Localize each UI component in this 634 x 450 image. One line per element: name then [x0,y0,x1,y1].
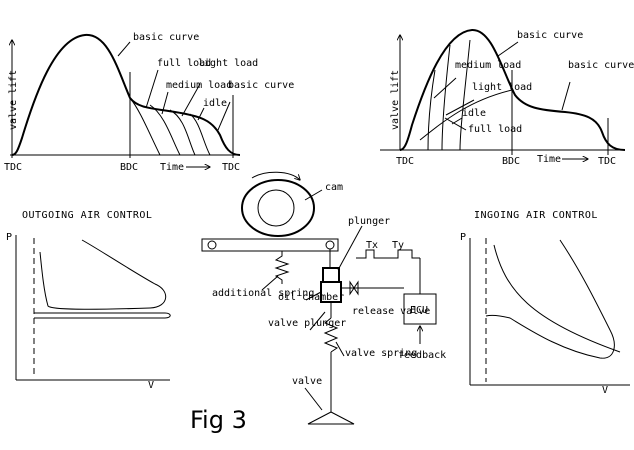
pulse-tx-label: Tx [366,240,378,251]
top-right-label-basic-curve-2: basic curve [568,60,634,71]
valve-spring-label: valve spring [345,348,417,359]
valve-plunger-label: valve plunger [268,318,346,329]
top-left-idle-curve [189,113,211,156]
control-pulse-train [356,249,420,259]
cam-leader [304,189,323,201]
top-right-leader-full [444,117,467,131]
top-left-full-load-curve [129,97,161,156]
outgoing-pv-diagram: OUTGOING AIR CONTROL P V [6,210,171,391]
top-right-label-full-load: full load [468,124,522,135]
top-right-label-basic-curve-1: basic curve [517,30,583,41]
top-left-label-basic-curve-2: basic curve [228,80,294,91]
top-left-lift-chart: valve lift TDC BDC TDC Time basic curve … [4,32,294,173]
cam-rotation-arrow [251,171,300,180]
valve-leader [304,387,323,411]
figure-label: Fig 3 [190,406,247,434]
additional-spring-leader [261,275,279,291]
top-left-leader-idle [197,107,205,121]
rocker-pivot-right [325,240,335,250]
outgoing-x-label: V [148,380,154,391]
top-right-label-idle: idle [462,108,486,119]
top-left-label-full-load: full load [157,58,211,69]
cam-lobe [241,179,315,237]
outgoing-y-label: P [6,232,12,243]
outgoing-title: OUTGOING AIR CONTROL [22,210,152,221]
ingoing-loop [485,239,615,359]
valve-head [307,411,355,425]
valve-spring-leader [335,341,345,357]
top-left-leader-full [145,69,159,109]
plunger-leader [337,225,363,271]
top-right-leader-medium [433,77,457,99]
top-left-light-load-curve [169,109,196,156]
top-left-x-label: Time [160,162,184,173]
outgoing-baseline-loop [34,312,171,319]
top-right-tick-tdc-2: TDC [598,156,616,167]
top-left-leader-light [181,83,201,117]
top-right-leader-basic-1 [497,41,519,57]
top-right-lift-chart: valve lift TDC BDC TDC Time basic curve … [380,28,634,167]
top-right-tick-bdc: BDC [502,156,520,167]
top-left-leader-medium [161,91,169,115]
outgoing-loop [39,239,167,310]
top-left-medium-load-curve [149,104,181,156]
top-left-leader-basic-1 [117,41,131,57]
top-right-light-load-curve [441,44,451,151]
top-right-x-label: Time [537,154,561,165]
oil-chamber-leader [305,291,322,301]
cam-shaft-circle [257,189,295,227]
top-right-label-light-load: light load [472,82,532,93]
ingoing-title: INGOING AIR CONTROL [474,210,598,221]
top-right-leader-basic-2 [561,81,571,111]
feedback-label: feedback [398,350,446,361]
top-left-label-basic-curve-1: basic curve [133,32,199,43]
rocker-arm [201,238,339,252]
top-left-label-light-load: light load [198,58,258,69]
top-left-tick-tdc-1: TDC [4,162,22,173]
valve-mechanism: cam additional spring plunger oil chambe… [201,171,446,425]
ingoing-x-label: V [602,385,608,396]
release-valve-symbol [349,280,359,296]
ingoing-pv-diagram: INGOING AIR CONTROL P V [460,210,630,396]
top-right-label-medium-load: medium load [455,60,521,71]
top-right-leader-light [445,99,475,116]
ecu-box [403,293,437,325]
top-left-leader-basic-2 [217,101,231,131]
pulse-ty-label: Ty [392,240,404,251]
rocker-pivot-left [207,240,217,250]
ingoing-y-label: P [460,232,466,243]
top-left-basic-curve [11,33,241,156]
plunger-label: plunger [348,216,390,227]
valve-plunger-leader [309,311,326,331]
top-right-y-label: valve lift [390,70,401,130]
top-left-tick-bdc: BDC [120,162,138,173]
top-right-tick-tdc-1: TDC [396,156,414,167]
valve-spring [323,317,339,353]
release-valve-label: release valve [352,306,430,317]
ingoing-expansion-curve [493,244,621,353]
top-right-medium-load-curve [427,69,436,151]
top-left-y-label: valve lift [8,70,19,130]
additional-spring-label: additional spring [212,288,314,299]
plunger-head [322,267,340,283]
ecu-label: ECU [410,305,428,316]
valve-label: valve [292,376,322,387]
cam-label: cam [325,182,343,193]
top-left-label-idle: idle [203,98,227,109]
top-left-tick-tdc-2: TDC [222,162,240,173]
top-right-basic-curve [399,28,626,151]
additional-spring [274,251,290,284]
